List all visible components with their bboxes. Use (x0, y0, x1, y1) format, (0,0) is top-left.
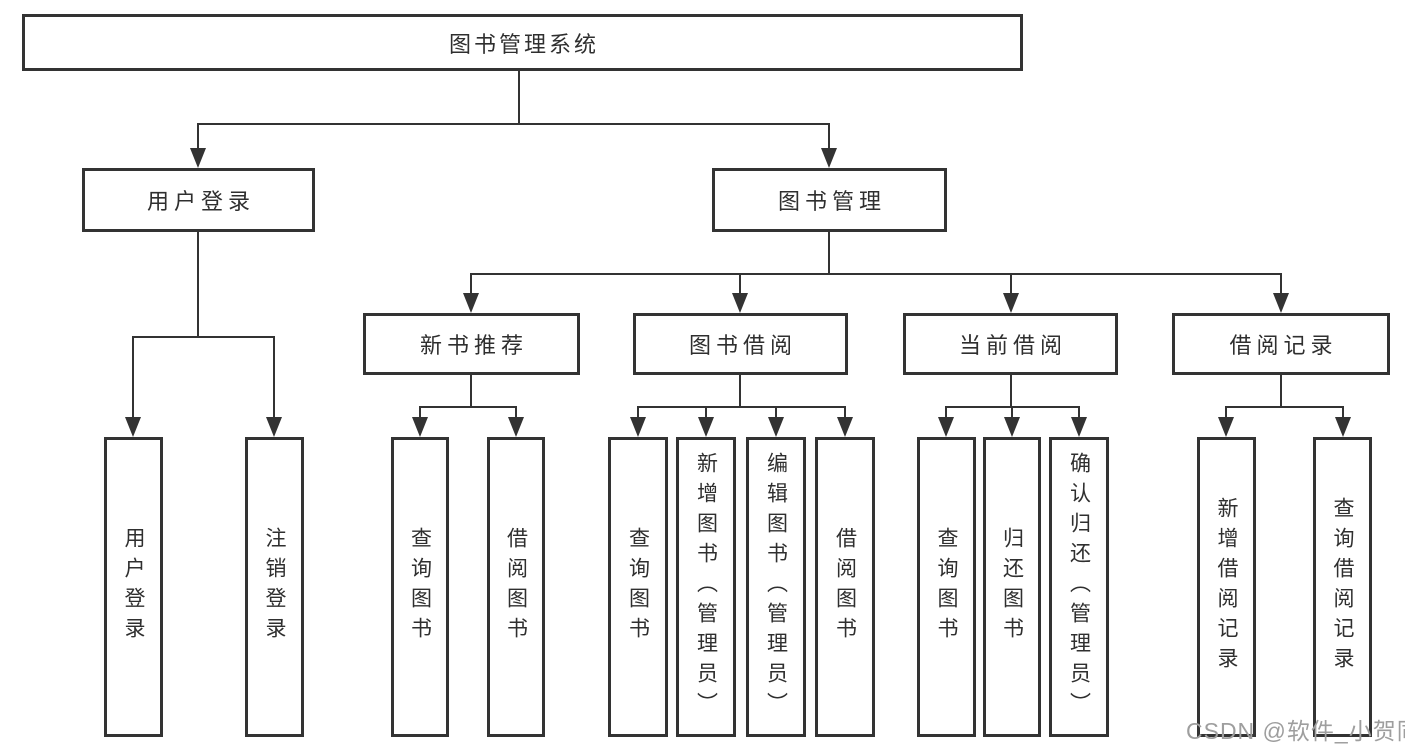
connector-line (775, 406, 777, 421)
node-borrow-records: 借阅记录 (1172, 313, 1390, 375)
node-label: 图书管理 (777, 189, 886, 214)
leaf-label: 查询图书 (935, 527, 958, 647)
arrowhead-icon (821, 148, 837, 168)
node-book-borrow: 图书借阅 (633, 313, 848, 375)
leaf-label: 确认归还（管理员） (1067, 452, 1091, 722)
leaf-label: 新增借阅记录 (1215, 497, 1238, 677)
connector-line (739, 375, 741, 406)
connector-line (945, 406, 947, 421)
connector-line (470, 273, 1282, 275)
node-root-library-system: 图书管理系统 (22, 14, 1023, 71)
node-current-borrow: 当前借阅 (903, 313, 1118, 375)
connector-line (1010, 273, 1012, 297)
leaf-label: 归还图书 (1000, 527, 1024, 647)
leaf-query-books-1: 查询图书 (391, 437, 449, 737)
connector-line (197, 232, 199, 336)
arrowhead-icon (1003, 293, 1019, 313)
leaf-borrow-books-2: 借阅图书 (815, 437, 875, 737)
arrowhead-icon (463, 293, 479, 313)
leaf-return-books: 归还图书 (983, 437, 1041, 737)
leaf-label: 用户登录 (122, 527, 145, 647)
connector-line (470, 375, 472, 406)
connector-line (470, 273, 472, 297)
connector-line (739, 273, 741, 297)
leaf-add-books-admin: 新增图书（管理员） (676, 437, 736, 737)
arrowhead-icon (732, 293, 748, 313)
node-label: 图书借阅 (688, 333, 797, 358)
connector-line (637, 406, 639, 421)
arrowhead-icon (938, 417, 954, 437)
node-new-book-recommend: 新书推荐 (363, 313, 580, 375)
connector-line (518, 71, 520, 123)
leaf-query-borrow-record: 查询借阅记录 (1313, 437, 1372, 737)
node-label: 用户登录 (146, 189, 255, 214)
arrowhead-icon (125, 417, 141, 437)
leaf-user-login: 用户登录 (104, 437, 163, 737)
leaf-add-borrow-record: 新增借阅记录 (1197, 437, 1256, 737)
arrowhead-icon (1004, 417, 1020, 437)
connector-line (828, 232, 830, 273)
connector-line (1225, 406, 1227, 421)
leaf-edit-books-admin: 编辑图书（管理员） (746, 437, 806, 737)
connector-line (515, 406, 517, 421)
arrowhead-icon (837, 417, 853, 437)
node-book-management-branch: 图书管理 (712, 168, 947, 232)
arrowhead-icon (1071, 417, 1087, 437)
node-label: 图书管理系统 (448, 31, 599, 57)
leaf-label: 查询借阅记录 (1331, 497, 1354, 677)
leaf-label: 注销登录 (263, 527, 286, 647)
arrowhead-icon (1218, 417, 1234, 437)
connector-line (828, 123, 830, 152)
node-user-login-branch: 用户登录 (82, 168, 315, 232)
node-label: 借阅记录 (1229, 333, 1338, 358)
node-label: 当前借阅 (958, 333, 1067, 358)
connector-line (1078, 406, 1080, 421)
arrowhead-icon (508, 417, 524, 437)
leaf-label: 查询图书 (408, 527, 432, 647)
leaf-label: 借阅图书 (504, 527, 528, 647)
arrowhead-icon (698, 417, 714, 437)
connector-line (1280, 375, 1282, 406)
node-label: 新书推荐 (419, 333, 528, 358)
connector-line (1342, 406, 1344, 421)
arrowhead-icon (630, 417, 646, 437)
arrowhead-icon (1273, 293, 1289, 313)
connector-line (637, 406, 846, 408)
leaf-borrow-books-1: 借阅图书 (487, 437, 545, 737)
leaf-label: 编辑图书（管理员） (764, 452, 788, 722)
arrowhead-icon (412, 417, 428, 437)
leaf-logout: 注销登录 (245, 437, 304, 737)
connector-line (197, 123, 199, 152)
connector-line (419, 406, 517, 408)
connector-line (1225, 406, 1344, 408)
connector-line (844, 406, 846, 421)
connector-line (705, 406, 707, 421)
arrowhead-icon (1335, 417, 1351, 437)
connector-line (1011, 406, 1013, 421)
csdn-watermark: CSDN @软件_小贺同学 (1186, 718, 1405, 744)
connector-line (273, 336, 275, 421)
leaf-confirm-return-admin: 确认归还（管理员） (1049, 437, 1109, 737)
connector-line (197, 123, 830, 125)
connector-line (1280, 273, 1282, 297)
arrowhead-icon (190, 148, 206, 168)
connector-line (1010, 375, 1012, 406)
connector-line (419, 406, 421, 421)
leaf-label: 借阅图书 (833, 527, 857, 647)
leaf-query-books-2: 查询图书 (608, 437, 668, 737)
connector-line (132, 336, 134, 421)
connector-line (132, 336, 275, 338)
leaf-label: 新增图书（管理员） (694, 452, 718, 722)
arrowhead-icon (266, 417, 282, 437)
leaf-label: 查询图书 (626, 527, 650, 647)
leaf-query-books-3: 查询图书 (917, 437, 976, 737)
arrowhead-icon (768, 417, 784, 437)
